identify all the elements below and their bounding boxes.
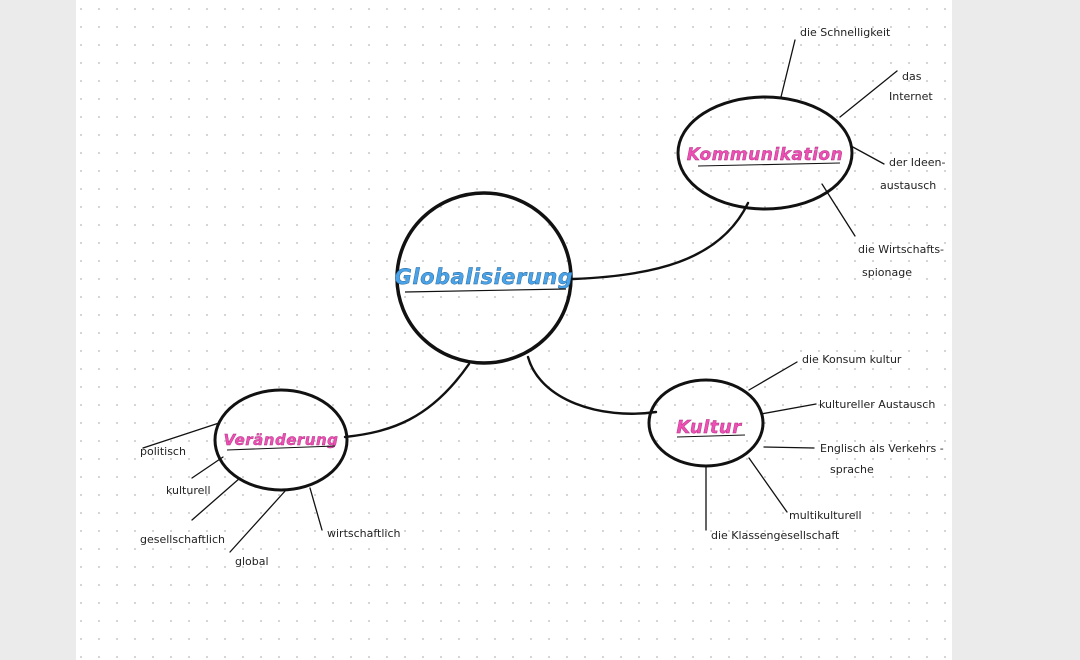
dot-grid	[76, 0, 952, 660]
leaf-konsumkultur: die Konsum kultur	[802, 353, 902, 366]
veraenderung-label: Veränderung	[224, 431, 339, 449]
leaf-ideen-line2: austausch	[880, 179, 936, 192]
leaf-line-englisch	[763, 446, 815, 449]
leaf-line-austausch	[760, 403, 817, 415]
leaf-line-wirtschaftlich	[309, 487, 323, 531]
leaf-internet-line1: das	[902, 70, 922, 83]
leaf-internet-line2: Internet	[889, 90, 933, 103]
connector-center-kommunikation	[571, 201, 750, 281]
leaf-line-politisch	[142, 422, 220, 449]
leaf-line-kulturell	[191, 456, 224, 479]
leaf-politisch: politisch	[140, 445, 186, 458]
leaf-line-konsumkultur	[748, 361, 798, 391]
kommunikation-label: Kommunikation	[687, 145, 843, 165]
leaf-line-internet	[839, 70, 898, 118]
leaf-englisch-line2: sprache	[830, 463, 874, 476]
connectors	[343, 201, 750, 439]
connector-center-kultur	[526, 355, 658, 415]
leaf-spionage-line2: spionage	[862, 266, 912, 279]
leaf-spionage-line1: die Wirtschafts-	[858, 243, 944, 256]
veraenderung-bubble	[213, 388, 349, 492]
leaf-lines	[142, 39, 898, 553]
leaf-line-global	[229, 489, 287, 553]
center-label-underline	[404, 288, 567, 293]
leaf-line-schnelligkeit	[780, 39, 796, 98]
leaf-austausch: kultureller Austausch	[819, 398, 935, 411]
kommunikation-label-underline	[697, 162, 841, 167]
leaf-line-multikulturell	[748, 457, 788, 513]
leaf-wirtschaftlich: wirtschaftlich	[327, 527, 401, 540]
leaf-multikulturell: multikulturell	[789, 509, 862, 522]
leaf-kulturell: kulturell	[166, 484, 211, 497]
veraenderung-label-underline	[226, 445, 336, 451]
center-label: Globalisierung	[395, 265, 574, 289]
leaf-ideen-line1: der Ideen-	[889, 156, 946, 169]
kultur-label: Kultur	[676, 417, 742, 438]
leaf-klassengesellschaft: die Klassengesellschaft	[711, 529, 840, 542]
center-bubble	[395, 191, 573, 365]
kultur-bubble	[647, 378, 765, 468]
leaf-line-gesellschaftlich	[191, 477, 241, 521]
leaf-gesellschaftlich: gesellschaftlich	[140, 533, 225, 546]
leaf-line-spionage	[821, 183, 856, 237]
kultur-label-underline	[676, 434, 746, 438]
leaf-schnelligkeit: die Schnelligkeit	[800, 26, 891, 39]
kommunikation-bubble	[676, 95, 854, 211]
connector-center-veraenderung	[343, 362, 471, 439]
leaf-englisch-line1: Englisch als Verkehrs -	[820, 442, 944, 455]
leaf-line-ideenaustausch	[850, 145, 885, 165]
leaf-global: global	[235, 555, 269, 568]
